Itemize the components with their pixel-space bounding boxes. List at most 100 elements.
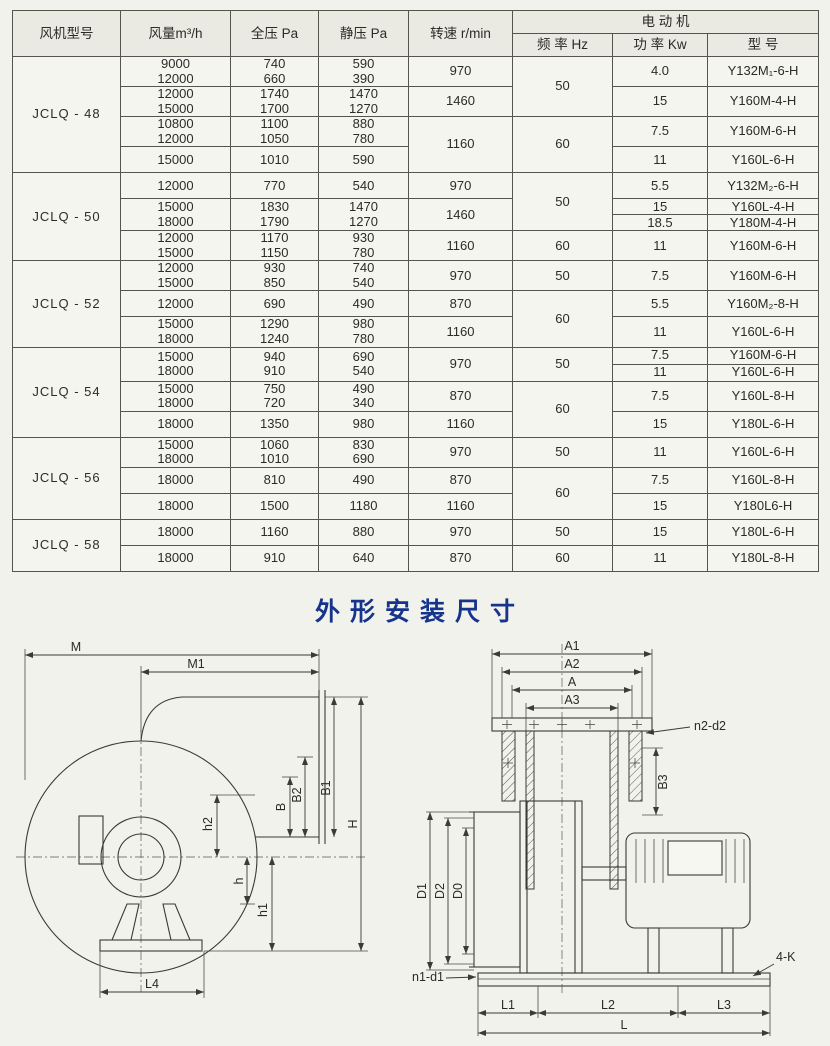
spec-value-cell: 18000	[120, 466, 231, 494]
spec-value-cell: 940 910	[230, 346, 319, 382]
spec-value-cell: 60	[512, 290, 613, 348]
spec-value-cell: 1160	[408, 230, 513, 262]
spec-value-cell: 1460	[408, 86, 513, 118]
extension-lines	[426, 648, 771, 1036]
dim-label-H: H	[346, 819, 360, 828]
motor-fins	[635, 838, 745, 883]
outlet-flange	[491, 717, 653, 732]
motor-leg-right	[721, 927, 734, 974]
spec-value-cell: 5.5	[612, 172, 708, 200]
spec-table-header: 风机型号 风量m³/h 全压 Pa 静压 Pa 转速 r/min 电 动 机 频…	[12, 10, 819, 57]
spec-value-cell: Y160L-8-H	[707, 380, 819, 412]
spec-value-cell: 15	[612, 518, 708, 546]
spec-value-cell: 980 780	[318, 316, 409, 348]
spec-value-cell: 640	[318, 544, 409, 572]
spec-value-cell: 970	[408, 260, 513, 292]
spec-value-cell: Y160L-6-H	[707, 316, 819, 348]
spec-value-cell: 12000 15000	[120, 260, 231, 292]
spec-value-cell: 540	[318, 172, 409, 200]
section-title: 外形安装尺寸	[314, 597, 525, 626]
spec-value-cell: 1830 1790	[230, 198, 319, 232]
col-header-power: 功 率 Kw	[612, 33, 708, 57]
dim-label-B: B	[274, 803, 288, 811]
spec-value-cell: 60	[512, 466, 613, 520]
spec-value-cell: 980	[318, 410, 409, 438]
col-header-motor: 电 动 机	[512, 10, 819, 34]
dim-label-L4: L4	[145, 977, 159, 991]
dim-label-M: M	[71, 640, 81, 654]
dim-label-L2: L2	[601, 998, 615, 1012]
spec-value-cell: 970	[408, 436, 513, 468]
spec-value-cell: 7.5	[612, 260, 708, 292]
spec-value-cell: 12000	[120, 172, 231, 200]
spec-value-cell: 810	[230, 466, 319, 494]
fan-front-view-drawing: A1 A2 A A3 n2-d2 B3 D1 D2 D0 n1-d1 4-K L…	[412, 640, 796, 1036]
spec-value-cell: 12000	[120, 290, 231, 318]
spec-value-cell: 590 390	[318, 55, 409, 88]
motor-leg-left	[647, 927, 660, 974]
spec-value-cell: 18000	[120, 492, 231, 520]
spec-value-cell: 12000 15000	[120, 86, 231, 118]
leader-n1-d1	[445, 974, 477, 981]
dim-label-h1: h1	[256, 903, 270, 917]
spec-value-cell: 11	[612, 544, 708, 572]
spec-value-cell: 740 660	[230, 55, 319, 88]
fan-model-cell: JCLQ - 48	[12, 55, 121, 174]
spec-value-cell: 15000 18000	[120, 346, 231, 382]
spec-value-cell: 930 850	[230, 260, 319, 292]
spec-value-cell: 590	[318, 146, 409, 174]
dimension-lines	[25, 651, 364, 995]
inlet-circle	[100, 816, 182, 898]
spec-value-cell: 60	[512, 116, 613, 174]
spec-value-cell: 12000 15000	[120, 230, 231, 262]
spec-value-cell: 740 540	[318, 260, 409, 292]
spec-value-cell: 490 340	[318, 380, 409, 412]
spec-value-cell: 15	[612, 492, 708, 520]
spec-value-cell: 870	[408, 544, 513, 572]
spec-value-cell: 770	[230, 172, 319, 200]
dim-label-D1: D1	[415, 883, 429, 899]
dim-label-h: h	[232, 877, 246, 884]
spec-value-cell: 1350	[230, 410, 319, 438]
spec-value-cell: 60	[512, 544, 613, 572]
spec-value-cell: 18000	[120, 518, 231, 546]
fan-model-cell: JCLQ - 50	[12, 172, 121, 262]
spec-value-cell: 1160	[408, 492, 513, 520]
spec-value-cell: 9000 12000	[120, 55, 231, 88]
spec-value-cell: 750 720	[230, 380, 319, 412]
outlet-duct-top	[140, 696, 319, 741]
spec-value-cell: 880	[318, 518, 409, 546]
dim-label-L: L	[621, 1018, 628, 1032]
spec-value-cell: 1160	[408, 410, 513, 438]
col-header-model: 风机型号	[12, 10, 121, 57]
spec-value-cell: Y160M-6-H	[707, 346, 819, 365]
spec-value-cell: Y160L-6-H	[707, 436, 819, 468]
spec-value-cell: Y180L-8-H	[707, 544, 819, 572]
spec-value-cell: Y160L-8-H	[707, 466, 819, 494]
spec-value-cell: 1170 1150	[230, 230, 319, 262]
spec-value-cell: 15000 18000	[120, 316, 231, 348]
spec-value-cell: 1100 1050	[230, 116, 319, 148]
fan-model-cell: JCLQ - 58	[12, 518, 121, 572]
flange-bolt-marks	[502, 719, 642, 768]
spec-value-cell: 60	[512, 380, 613, 438]
spec-value-cell: 910	[230, 544, 319, 572]
hub-circle	[117, 833, 165, 881]
extension-lines	[24, 648, 368, 998]
spec-value-cell: 7.5	[612, 466, 708, 494]
col-header-total-pressure: 全压 Pa	[230, 10, 319, 57]
spec-value-cell: 1010	[230, 146, 319, 174]
fan-side-view-drawing: M M1 B B2 B1 h2 h h1 H L4	[16, 640, 368, 998]
spec-value-cell: 15000 18000	[120, 380, 231, 412]
dim-label-D2: D2	[433, 883, 447, 899]
spec-value-cell: 11	[612, 436, 708, 468]
spec-value-cell: 1740 1700	[230, 86, 319, 118]
spec-value-cell: 490	[318, 466, 409, 494]
spec-value-cell: 1460	[408, 198, 513, 232]
spec-value-cell: 15000 18000	[120, 436, 231, 468]
spec-value-cell: 1500	[230, 492, 319, 520]
col-header-frequency: 频 率 Hz	[512, 33, 613, 57]
spec-value-cell: 1290 1240	[230, 316, 319, 348]
base-frame	[477, 972, 771, 987]
